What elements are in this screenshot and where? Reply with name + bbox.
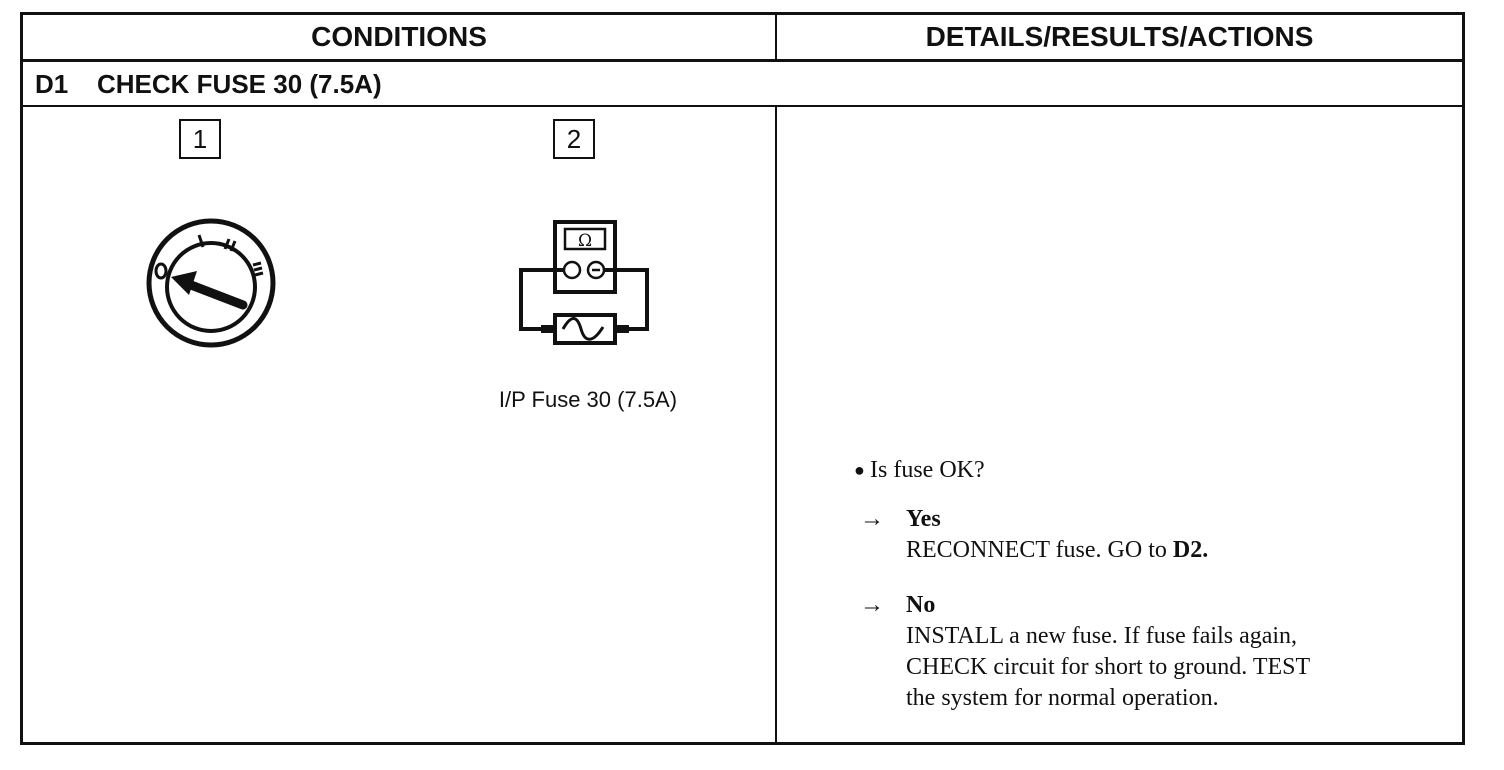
fuse-caption: I/P Fuse 30 (7.5A)	[498, 387, 678, 412]
bullet-icon: ●	[854, 460, 865, 480]
actions-block: ● Is fuse OK? → Yes RECONNECT fuse. GO t…	[848, 455, 1458, 714]
arrow-right-icon: →	[860, 592, 884, 618]
step-title-text: CHECK FUSE 30 (7.5A)	[97, 69, 382, 99]
step-title: D1 CHECK FUSE 30 (7.5A)	[35, 62, 382, 106]
no-action-line-2: CHECK circuit for short to ground. TEST	[906, 654, 1311, 680]
no-label: No	[906, 592, 936, 618]
header-divider	[23, 59, 1462, 62]
step-title-divider	[23, 105, 1462, 107]
no-action-line-3: the system for normal operation.	[906, 685, 1219, 711]
yes-row: → Yes	[848, 504, 1458, 535]
no-action-line-1: INSTALL a new fuse. If fuse fails again,	[906, 623, 1298, 649]
step-code: D1	[35, 69, 69, 99]
ignition-switch-off-icon	[146, 218, 276, 348]
step-number-1: 1	[179, 119, 221, 159]
yes-action-text: RECONNECT fuse. GO to	[906, 537, 1173, 563]
ohm-symbol: Ω	[578, 231, 592, 251]
body-column-divider	[775, 106, 777, 742]
arrow-right-icon: →	[860, 506, 884, 532]
question-text: Is fuse OK?	[870, 457, 985, 483]
question-row: ● Is fuse OK?	[848, 455, 1458, 486]
yes-label: Yes	[906, 506, 941, 532]
yes-action: RECONNECT fuse. GO to D2.	[848, 535, 1458, 566]
header-column-divider	[775, 15, 777, 61]
conditions-header: CONDITIONS	[311, 21, 487, 52]
ohmmeter-fuse-test-icon: Ω	[519, 220, 649, 345]
yes-target: D2.	[1172, 537, 1209, 563]
step-number-2: 2	[553, 119, 595, 159]
no-row: → No	[848, 590, 1458, 621]
details-header: DETAILS/RESULTS/ACTIONS	[925, 21, 1314, 52]
